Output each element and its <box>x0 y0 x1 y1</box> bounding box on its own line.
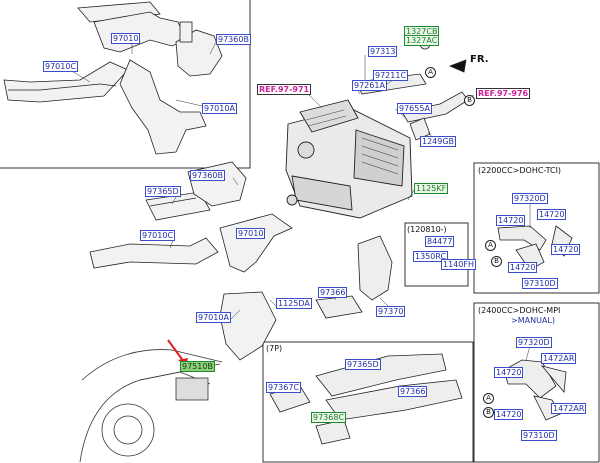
tci-label-14720-b[interactable]: 14720 <box>496 215 526 226</box>
mpi-label-97310d[interactable]: 97310D <box>521 430 557 441</box>
ref-97-971[interactable]: REF.97-971 <box>257 84 312 95</box>
tci-label-97320d[interactable]: 97320D <box>512 193 548 204</box>
box-mpi-title-1: (2400CC>DOHC-MPI <box>478 306 561 315</box>
part-label-97367c[interactable]: 97367C <box>266 382 302 393</box>
tci-label-14720-d[interactable]: 14720 <box>508 262 538 273</box>
part-label-1125kf[interactable]: 1125KF <box>414 183 449 194</box>
callout-a-tci: A <box>485 240 496 251</box>
callout-a-mpi: A <box>483 393 494 404</box>
part-label-97261a[interactable]: 97261A <box>352 80 387 91</box>
part-label-97510b[interactable]: 97510B <box>180 361 215 372</box>
middle-ducts <box>89 161 293 361</box>
box-mpi-title-2: >MANUAL) <box>511 316 555 325</box>
ref-97-976[interactable]: REF.97-976 <box>476 88 531 99</box>
part-label-97010c-mid[interactable]: 97010C <box>140 230 176 241</box>
part-label-1350rc[interactable]: 1350RC <box>413 251 449 262</box>
part-label-97360b-mid[interactable]: 97360B <box>190 170 225 181</box>
callout-a-top: A <box>425 67 436 78</box>
mpi-label-14720-b[interactable]: 14720 <box>494 409 524 420</box>
mpi-label-1472ar-b[interactable]: 1472AR <box>551 403 587 414</box>
part-label-97366[interactable]: 97366 <box>318 287 348 298</box>
mpi-label-1472ar-a[interactable]: 1472AR <box>541 353 577 364</box>
part-label-97010a-mid[interactable]: 97010A <box>196 312 231 323</box>
part-label-97368c[interactable]: 97368C <box>311 412 347 423</box>
7p-parts <box>269 353 463 445</box>
front-direction-label: FR. <box>470 54 489 65</box>
part-label-97366-7p[interactable]: 97366 <box>398 386 428 397</box>
part-label-97010-mid[interactable]: 97010 <box>236 228 266 239</box>
part-label-97370[interactable]: 97370 <box>376 306 406 317</box>
box-7p-title: (7P) <box>266 344 283 353</box>
part-label-1125da[interactable]: 1125DA <box>276 298 312 309</box>
box-120810-title: (120810-) <box>407 225 447 234</box>
callout-b-mpi: B <box>483 407 494 418</box>
box-tci-title: (2200CC>DOHC-TCI) <box>478 166 562 175</box>
part-label-97365d-7p[interactable]: 97365D <box>345 359 381 370</box>
part-label-1327ac[interactable]: 1327AC <box>404 35 440 46</box>
part-label-97010c[interactable]: 97010C <box>43 61 79 72</box>
tci-label-97310d[interactable]: 97310D <box>522 278 558 289</box>
part-label-97211c[interactable]: 97211C <box>373 70 409 81</box>
callout-b-tci: B <box>491 256 502 267</box>
mpi-label-97320d[interactable]: 97320D <box>516 337 552 348</box>
part-label-97655a[interactable]: 97655A <box>397 103 432 114</box>
part-label-1140fh[interactable]: 1140FH <box>441 259 476 270</box>
hvac-unit <box>285 99 413 219</box>
tci-label-14720-a[interactable]: 14720 <box>537 209 567 220</box>
tci-label-14720-c[interactable]: 14720 <box>551 244 581 255</box>
mpi-label-14720-a[interactable]: 14720 <box>494 367 524 378</box>
part-label-97313[interactable]: 97313 <box>368 46 398 57</box>
part-label-84477[interactable]: 84477 <box>425 236 455 247</box>
part-label-97360b[interactable]: 97360B <box>216 34 251 45</box>
center-parts <box>315 235 393 319</box>
part-label-97365d[interactable]: 97365D <box>145 186 181 197</box>
car-sketch <box>79 349 223 463</box>
top-left-ducts <box>3 1 223 155</box>
part-label-97010a[interactable]: 97010A <box>202 103 237 114</box>
part-label-1249gb[interactable]: 1249GB <box>420 136 457 147</box>
callout-b-top: B <box>464 95 475 106</box>
part-label-97010[interactable]: 97010 <box>111 33 141 44</box>
